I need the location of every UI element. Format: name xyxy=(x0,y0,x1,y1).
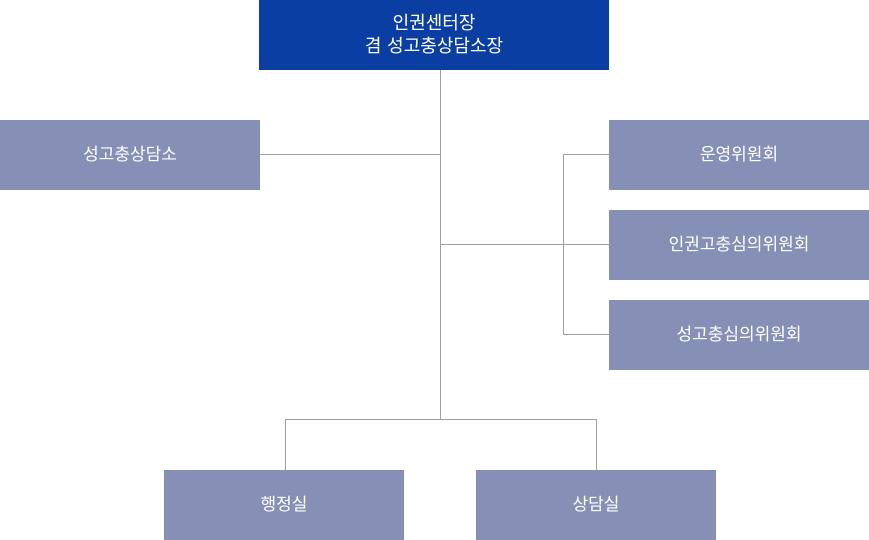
right-unit-label: 인권고충심의위원회 xyxy=(668,234,810,255)
head-title-line2: 겸 성고충상담소장 xyxy=(364,36,504,57)
left-unit-box: 성고충상담소 xyxy=(0,120,260,190)
bottom-unit-box-1: 행정실 xyxy=(164,470,404,540)
connector-bottom-2 xyxy=(596,419,597,470)
connector-main-vertical xyxy=(440,70,441,420)
connector-right-1 xyxy=(563,154,609,155)
left-unit-label: 성고충상담소 xyxy=(83,144,177,165)
connector-right-main xyxy=(440,244,609,245)
head-title-line1: 인권센터장 xyxy=(392,13,476,34)
connector-bottom-1 xyxy=(285,419,286,470)
right-unit-box-1: 운영위원회 xyxy=(609,120,869,190)
bottom-unit-label: 상담실 xyxy=(572,494,620,515)
connector-right-vertical xyxy=(563,154,564,335)
right-unit-box-3: 성고충심의위원회 xyxy=(609,300,869,370)
right-unit-box-2: 인권고충심의위원회 xyxy=(609,210,869,280)
bottom-unit-label: 행정실 xyxy=(260,494,308,515)
right-unit-label: 운영위원회 xyxy=(699,144,779,165)
head-box: 인권센터장 겸 성고충상담소장 xyxy=(259,0,609,70)
connector-bottom-horizontal xyxy=(285,419,597,420)
connector-left xyxy=(260,154,441,155)
connector-right-3 xyxy=(563,334,609,335)
bottom-unit-box-2: 상담실 xyxy=(476,470,716,540)
right-unit-label: 성고충심의위원회 xyxy=(676,324,802,345)
